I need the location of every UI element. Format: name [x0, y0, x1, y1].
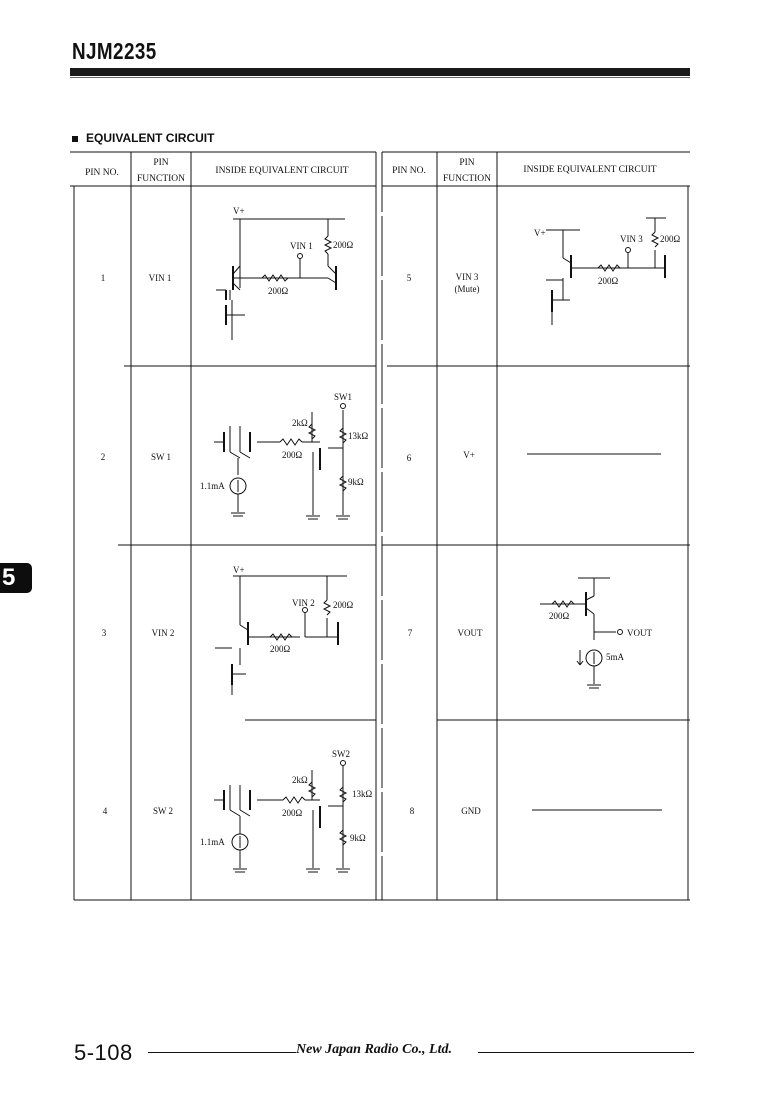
c4-r2k: 2kΩ [292, 775, 308, 785]
section-heading: EQUIVALENT CIRCUIT [72, 131, 214, 145]
row2-pin: 2 [101, 452, 106, 462]
row1-pin: 1 [101, 273, 106, 283]
page-number: 5-108 [74, 1040, 133, 1065]
table-grid [70, 151, 690, 901]
header-circuit-right: INSIDE EQUIVALENT CIRCUIT [523, 165, 656, 175]
footer-rule-left [148, 1052, 296, 1053]
c7-r200: 200Ω [549, 611, 570, 621]
row3-function: VIN 2 [152, 628, 175, 638]
row5-function-note: (Mute) [455, 284, 480, 294]
c1-r200b: 200Ω [268, 286, 289, 296]
c1-r200a: 200Ω [333, 240, 354, 250]
footer-rule-right [478, 1052, 694, 1053]
c7-vout: VOUT [627, 628, 652, 638]
header-pin-no-right: PIN NO. [392, 166, 426, 176]
row6-pin: 6 [407, 453, 412, 463]
c1-vplus: V+ [233, 206, 245, 216]
row6-function: V+ [463, 450, 475, 460]
c5-vplus: V+ [534, 228, 546, 238]
section-title: EQUIVALENT CIRCUIT [86, 131, 215, 145]
c3-r200b: 200Ω [270, 644, 291, 654]
c2-r2k: 2kΩ [292, 418, 308, 428]
circuit-vin3 [546, 217, 666, 325]
c5-r200b: 200Ω [598, 276, 619, 286]
row4-function: SW 2 [153, 806, 173, 816]
c2-r9k: 9kΩ [348, 477, 364, 487]
header-pin-function-1: PIN [153, 158, 168, 168]
header-pin-function-right-2: FUNCTION [443, 174, 491, 184]
chapter-tab: 5 [0, 563, 32, 593]
company-name: New Japan Radio Co., Ltd. [296, 1042, 452, 1057]
c1-vin1: VIN 1 [290, 241, 313, 251]
c5-r200a: 200Ω [660, 234, 681, 244]
row4-pin: 4 [103, 806, 108, 816]
circuit-vin1 [216, 218, 345, 340]
bullet-icon [72, 135, 78, 142]
circuit-vin2 [215, 575, 347, 695]
c4-r9k: 9kΩ [350, 833, 366, 843]
c4-current: 1.1mA [200, 837, 225, 847]
row2-function: SW 1 [151, 452, 171, 462]
c7-current: 5mA [606, 652, 625, 662]
header-pin-function-2: FUNCTION [137, 174, 185, 184]
row5-pin: 5 [407, 273, 412, 283]
header-pin-no: PIN NO. [85, 168, 119, 178]
c2-sw1: SW1 [334, 392, 352, 402]
c2-r13k: 13kΩ [348, 431, 369, 441]
c5-vin3: VIN 3 [620, 234, 643, 244]
row8-pin: 8 [410, 806, 415, 816]
header-circuit: INSIDE EQUIVALENT CIRCUIT [215, 166, 348, 176]
c3-vin2: VIN 2 [292, 598, 315, 608]
c2-r200: 200Ω [282, 450, 303, 460]
c3-r200a: 200Ω [333, 600, 354, 610]
circuit-vout [540, 577, 623, 689]
c4-r200: 200Ω [282, 808, 303, 818]
circuit-sw1 [214, 403, 350, 520]
header-pin-function-right-1: PIN [459, 158, 474, 168]
row3-pin: 3 [102, 628, 107, 638]
row5-function: VIN 3 [456, 272, 479, 282]
c4-sw2: SW2 [332, 749, 350, 759]
row8-function: GND [461, 806, 481, 816]
header-rule [70, 68, 690, 76]
c3-vplus: V+ [233, 565, 245, 575]
c4-r13k: 13kΩ [352, 789, 373, 799]
row7-pin: 7 [408, 628, 413, 638]
row7-function: VOUT [458, 628, 483, 638]
c2-current: 1.1mA [200, 481, 225, 491]
document-title: NJM2235 [72, 38, 157, 64]
header-rule-thin [70, 77, 690, 78]
circuit-sw2 [214, 760, 350, 873]
row1-function: VIN 1 [149, 273, 172, 283]
